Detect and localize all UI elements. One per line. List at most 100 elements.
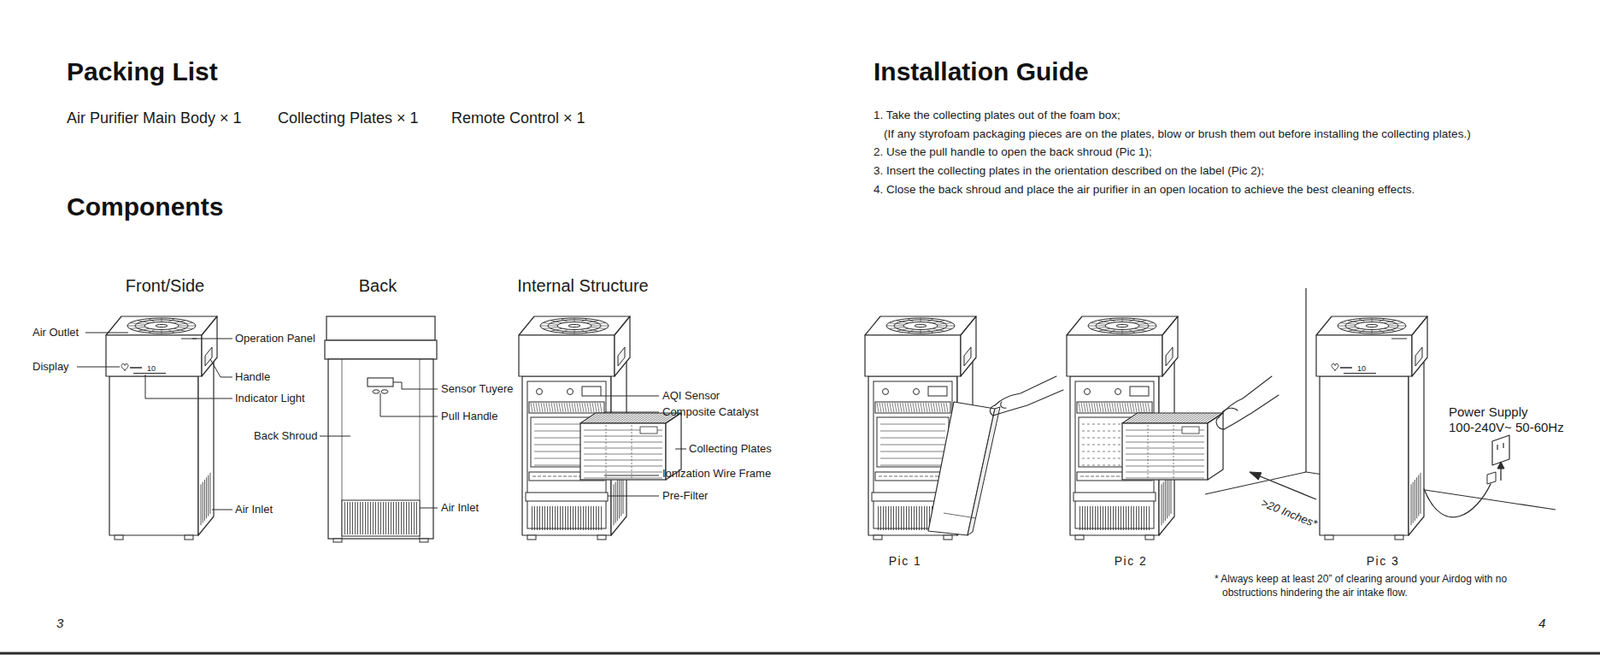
inlet-slot xyxy=(411,501,412,535)
plug xyxy=(1487,471,1496,484)
inlet-slot xyxy=(877,505,879,530)
plates-hatch xyxy=(1194,412,1211,424)
catalyst-hatch xyxy=(1094,402,1096,412)
plates-hatch xyxy=(643,412,659,424)
fan-blade xyxy=(542,327,559,330)
catalyst-hatch xyxy=(930,402,933,412)
inlet-slot xyxy=(913,505,915,530)
catalyst-hatch xyxy=(900,402,902,412)
inlet-slot xyxy=(372,501,374,535)
inlet-slot xyxy=(921,505,923,530)
inlet-slot xyxy=(593,505,595,530)
plates-hatch xyxy=(647,412,663,424)
leader-line xyxy=(393,382,438,389)
inlet-slot xyxy=(349,501,351,535)
fan-blade xyxy=(937,325,955,327)
fan-blade xyxy=(1340,323,1356,325)
leader-line xyxy=(604,475,659,477)
inlet-slot xyxy=(570,505,571,530)
cap-side xyxy=(614,316,630,377)
catalyst-hatch xyxy=(579,402,582,412)
inlet-slot xyxy=(926,505,928,530)
inlet-slot xyxy=(1133,505,1135,530)
top-face xyxy=(1066,316,1178,336)
fan-blade xyxy=(1378,329,1386,333)
inlet-slot xyxy=(554,505,556,530)
aqi-sensor xyxy=(928,386,948,396)
hand xyxy=(1222,407,1238,412)
inlet-slot xyxy=(536,505,538,530)
plate-line xyxy=(583,465,663,467)
foot xyxy=(527,535,536,540)
plate-line xyxy=(1125,465,1205,467)
catalyst-hatch xyxy=(1101,402,1104,412)
fan-blade xyxy=(542,323,559,325)
inlet-slot xyxy=(905,505,907,530)
inlet-slot xyxy=(357,501,359,535)
leader-line xyxy=(145,374,233,399)
back-grille xyxy=(341,500,420,536)
side-handle xyxy=(1165,347,1173,366)
plate-line xyxy=(1125,477,1205,479)
fan-blade xyxy=(1122,317,1124,323)
footnote: * Always keep at least 20” of clearing a… xyxy=(1214,572,1510,600)
fan-blade xyxy=(1090,327,1106,330)
catalyst-hatch xyxy=(558,402,561,412)
inlet-slot xyxy=(1079,505,1081,530)
fan-blade xyxy=(1109,318,1117,323)
plates-side xyxy=(1207,412,1224,480)
leader-line xyxy=(85,332,129,334)
part-label: AQI Sensor xyxy=(662,389,720,403)
plates-hatch xyxy=(1188,412,1205,424)
cap-front xyxy=(1066,335,1163,377)
step-text: 4. Close the back shroud and place the a… xyxy=(873,182,1415,197)
plates-hatch xyxy=(635,412,651,424)
body-side xyxy=(198,357,214,536)
inlet-slot xyxy=(1128,505,1130,530)
air-purifier xyxy=(1316,316,1428,540)
inlet-slot xyxy=(1100,505,1101,530)
plate-line xyxy=(583,453,663,455)
inlet-slot xyxy=(1146,505,1148,530)
fan-blade xyxy=(591,325,609,327)
inlet-slot xyxy=(572,505,574,530)
air-purifier xyxy=(864,316,1064,540)
inlet-slot xyxy=(541,505,543,530)
logo-mark xyxy=(129,366,142,369)
screw xyxy=(1084,388,1091,395)
inlet-slot xyxy=(405,501,407,535)
fan-blade xyxy=(1371,329,1373,335)
plates-hatch xyxy=(1131,412,1148,424)
spec-label: Power Supply xyxy=(1448,404,1529,419)
inlet-slot xyxy=(1089,505,1091,530)
leader-line xyxy=(675,448,687,450)
inlet-slot xyxy=(413,501,415,535)
fan-blade xyxy=(168,329,176,333)
fan-blade xyxy=(1109,329,1117,333)
plates-hatch xyxy=(1173,412,1189,424)
catalyst-hatch xyxy=(584,402,587,412)
screw xyxy=(567,388,574,395)
cap-side xyxy=(1411,316,1428,377)
plates-hatch xyxy=(1179,412,1195,424)
cap-side xyxy=(1162,316,1178,377)
catalyst-hatch xyxy=(1119,402,1122,412)
fan-blade xyxy=(1122,329,1124,335)
plates-hatch xyxy=(629,412,645,424)
screw xyxy=(882,388,889,395)
pre-filter xyxy=(525,492,608,501)
hand xyxy=(1216,417,1224,430)
inlet-slot xyxy=(564,505,566,530)
slot-line xyxy=(880,430,946,432)
ionization-wire xyxy=(878,476,948,477)
fan-blade xyxy=(1134,320,1147,324)
fan-blade xyxy=(1387,327,1403,330)
hand xyxy=(1218,376,1272,418)
fan-ring xyxy=(1354,322,1389,330)
plates-top xyxy=(1122,412,1224,424)
fan-blade xyxy=(161,317,163,323)
inlet-slot xyxy=(600,505,602,530)
fan-blade xyxy=(176,327,193,330)
fan-blade xyxy=(561,318,569,323)
catalyst-hatch xyxy=(935,402,938,412)
